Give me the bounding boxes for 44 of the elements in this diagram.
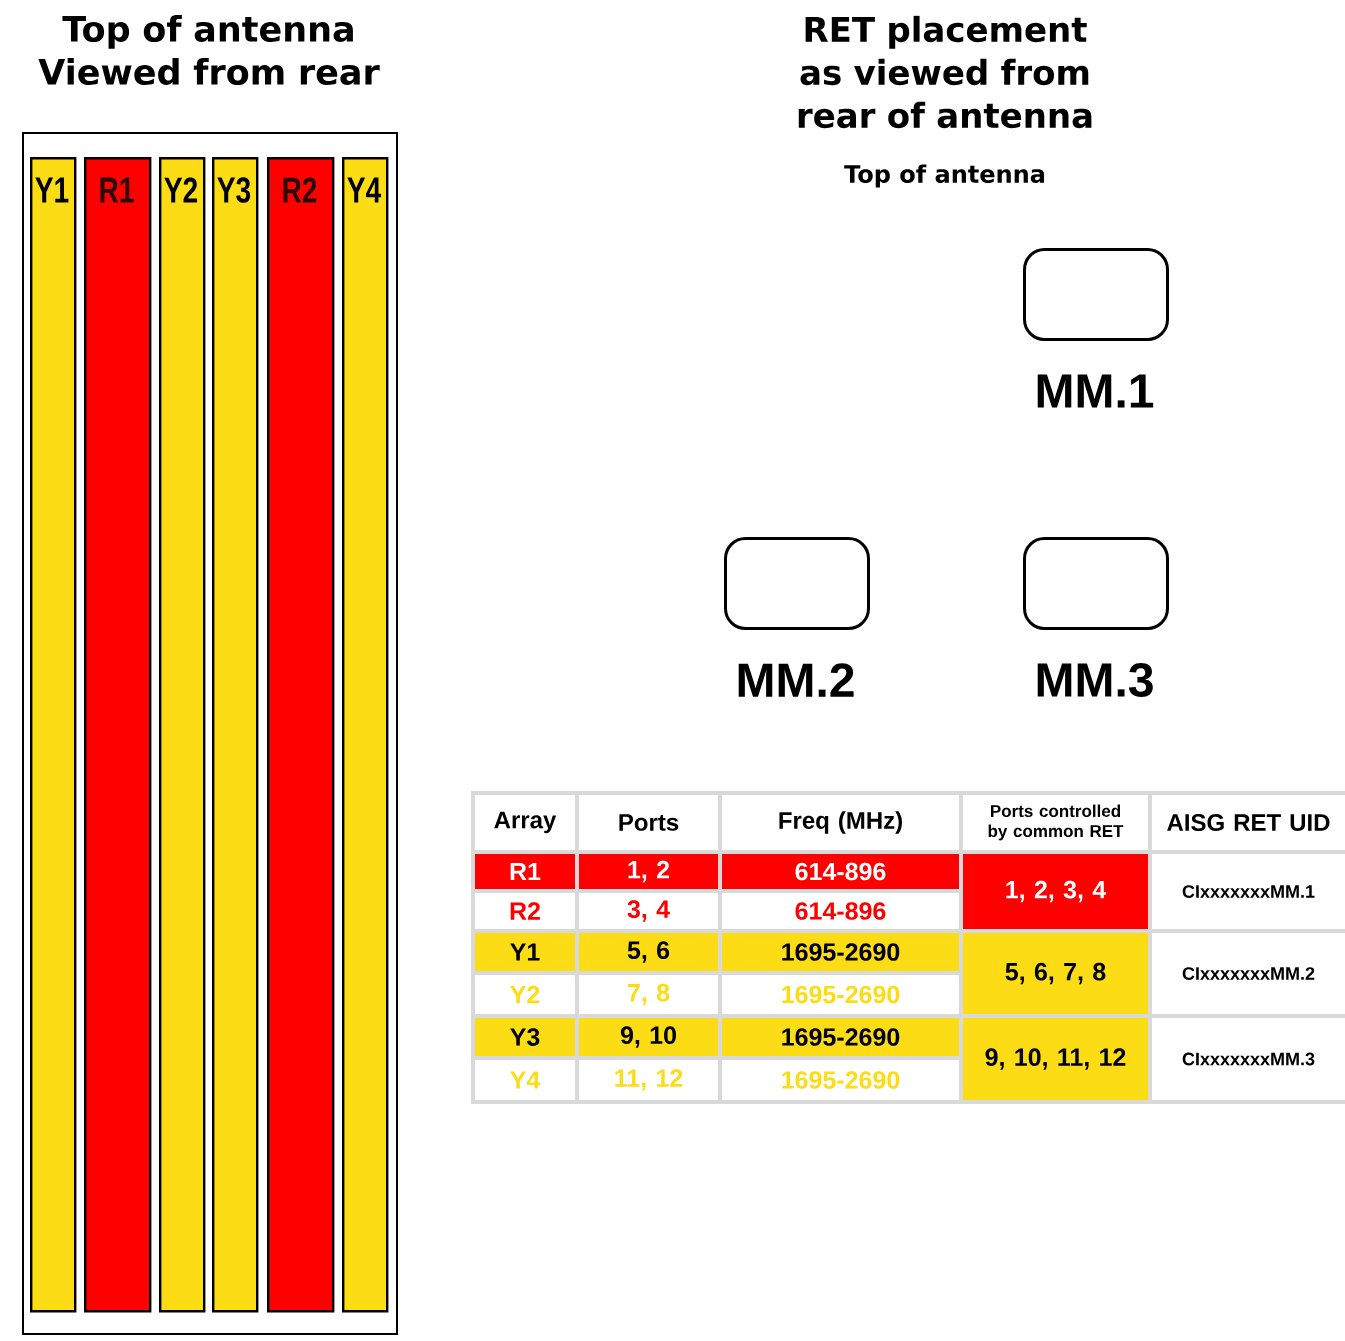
table-cell: 1695-2690 <box>722 975 959 1014</box>
table-cell: CIxxxxxxxMM.3 <box>1152 1018 1345 1100</box>
table-cell: 1, 2, 3, 4 <box>963 854 1148 929</box>
array-column: Y2 <box>159 157 206 1313</box>
header-cell: Array <box>475 795 575 850</box>
array-column: Y1 <box>30 157 77 1313</box>
node-label: MM.1 <box>1037 374 1154 408</box>
array-column: R1 <box>84 157 152 1313</box>
table-cell: CIxxxxxxxMM.1 <box>1152 854 1345 929</box>
table-cell: 7, 8 <box>579 975 718 1014</box>
node-label: MM.3 <box>1037 663 1153 698</box>
header-cell: AISG RET UID <box>1152 795 1345 850</box>
table-cell: 11, 12 <box>579 1060 718 1100</box>
node-label: Top of antenna Viewed from rear <box>38 14 380 86</box>
table-cell: 1695-2690 <box>722 933 959 971</box>
table-cell: 1695-2690 <box>722 1018 959 1056</box>
ret-box: MM.3 <box>1023 537 1169 698</box>
table-cell: 9, 10 <box>579 1018 718 1056</box>
table-cell: Y1 <box>475 933 575 971</box>
node-label: MM.2 <box>738 663 854 697</box>
table-cell: 614-896 <box>722 854 959 889</box>
table-cell: R2 <box>475 893 575 929</box>
table-cell: Y2 <box>475 975 575 1014</box>
array-column: R2 <box>267 157 335 1313</box>
table-cell: CIxxxxxxxMM.2 <box>1152 933 1345 1014</box>
table-cell: Y4 <box>475 1060 575 1100</box>
table-cell: R1 <box>475 854 575 889</box>
heading: Top of antenna <box>844 164 1045 188</box>
heading: RET placement as viewed from rear of antenna <box>798 15 1092 129</box>
ret-box: MM.2 <box>724 537 870 697</box>
table-cell: Y3 <box>475 1018 575 1056</box>
array-column: Y4 <box>342 157 389 1313</box>
table-cell: 614-896 <box>722 893 959 929</box>
header-cell: Freq (MHz) <box>722 795 959 850</box>
header-cell: Ports <box>579 795 718 850</box>
header-cell: Ports controlled by common RET <box>963 795 1148 850</box>
table-cell: 5, 6 <box>579 933 718 971</box>
ret-box: MM.1 <box>1023 248 1169 408</box>
table-cell: 1695-2690 <box>722 1060 959 1100</box>
table-cell: 5, 6, 7, 8 <box>963 933 1148 1014</box>
table-cell: 9, 10, 11, 12 <box>963 1018 1148 1100</box>
array-column: Y3 <box>212 157 259 1313</box>
table-cell: 3, 4 <box>579 893 718 929</box>
table-cell: 1, 2 <box>579 854 718 889</box>
